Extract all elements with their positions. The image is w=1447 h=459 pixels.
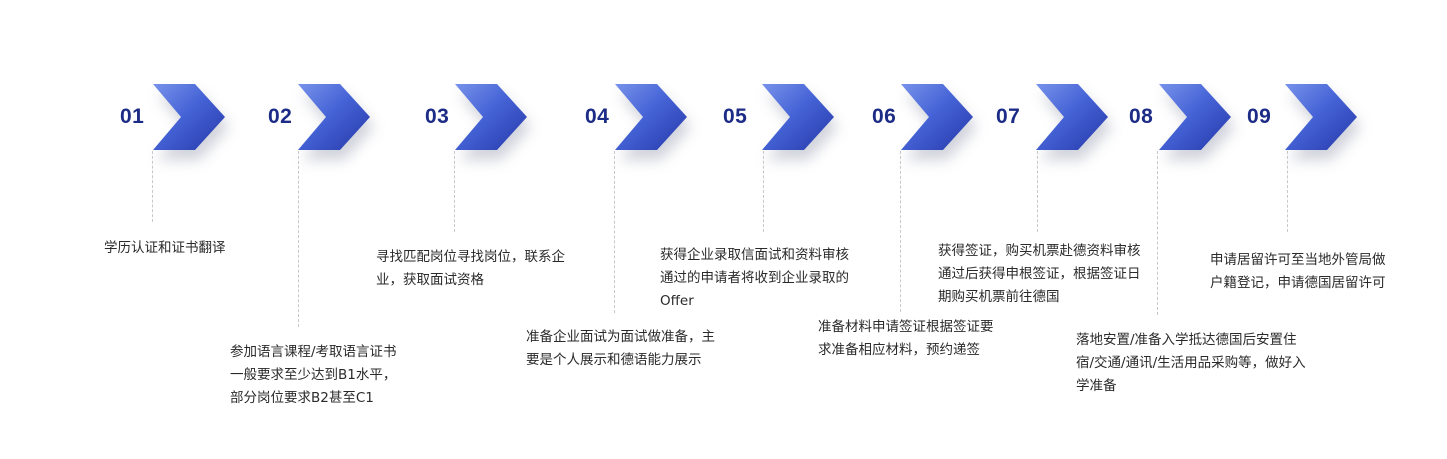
step-description: 参加语言课程/考取语言证书一般要求至少达到B1水平，部分岗位要求B2甚至C1 <box>230 344 397 406</box>
step-description: 学历认证和证书翻译 <box>104 240 226 256</box>
step-number: 07 <box>996 105 1021 128</box>
step-description: 落地安置/准备入学抵达德国后安置住宿/交通/通讯/生活用品采购等，做好入学准备 <box>1076 332 1306 394</box>
step-number: 06 <box>872 105 897 128</box>
chevron-right-icon <box>153 84 225 150</box>
step-description: 准备企业面试为面试做准备，主要是个人展示和德语能力展示 <box>526 329 715 368</box>
connector-line <box>1287 151 1288 232</box>
chevron-right-icon <box>615 84 687 150</box>
chevron-right-icon <box>455 84 527 150</box>
step-number: 09 <box>1247 105 1272 128</box>
connector-line <box>763 151 764 232</box>
step-number: 08 <box>1129 105 1154 128</box>
step-number: 01 <box>120 105 145 128</box>
chevron-right-icon <box>901 84 973 150</box>
step-number: 04 <box>585 105 610 128</box>
connector-line <box>454 151 455 232</box>
step-description: 申请居留许可至当地外管局做户籍登记，申请德国居留许可 <box>1210 252 1386 291</box>
chevron-right-icon <box>762 84 834 150</box>
connector-line <box>298 151 299 327</box>
chevron-right-icon <box>298 84 370 150</box>
step-description: 获得企业录取信面试和资料审核通过的申请者将收到企业录取的Offer <box>660 247 849 309</box>
chevron-right-icon <box>1285 84 1357 150</box>
step-number: 05 <box>723 105 748 128</box>
connector-line <box>152 151 153 222</box>
chevron-right-icon <box>1036 84 1108 150</box>
chevron-right-icon <box>1159 84 1231 150</box>
step-number: 02 <box>268 105 293 128</box>
connector-line <box>900 151 901 312</box>
step-description: 准备材料申请签证根据签证要求准备相应材料，预约递签 <box>818 319 994 358</box>
step-number: 03 <box>425 105 450 128</box>
connector-line <box>1037 151 1038 232</box>
connector-line <box>614 151 615 313</box>
connector-line <box>1157 151 1158 315</box>
step-description: 获得签证，购买机票赴德资料审核通过后获得申根签证，根据签证日期购买机票前往德国 <box>938 243 1141 305</box>
step-description: 寻找匹配岗位寻找岗位，联系企业，获取面试资格 <box>376 249 565 288</box>
